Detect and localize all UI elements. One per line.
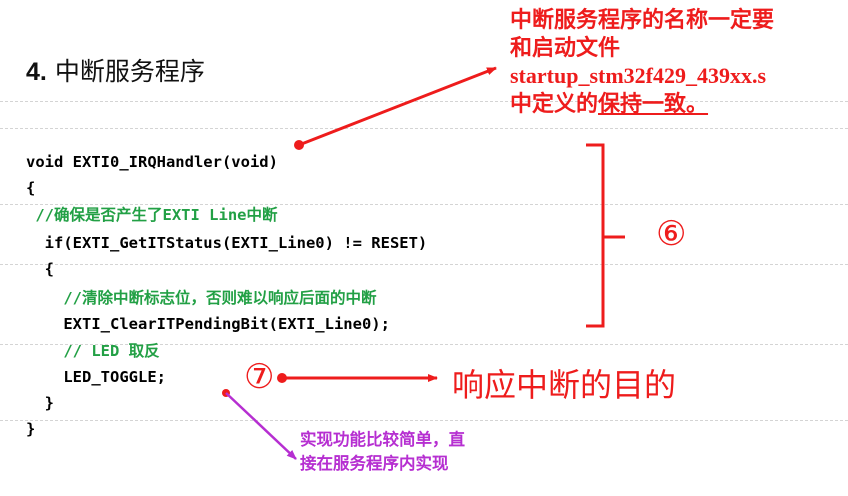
code-comment: // LED 取反 [26,342,160,360]
implementation-note-callout: 实现功能比较简单，直 接在服务程序内实现 [300,428,465,476]
implementation-note-line: 接在服务程序内实现 [300,454,449,473]
code-line: LED_TOGGLE; [26,368,166,386]
arrow-to-implementation-note [225,392,297,460]
code-line: EXTI_ClearITPendingBit(EXTI_Line0); [26,315,390,333]
arrow-to-naming-note [298,66,497,147]
naming-note-emphasis: 保持一致。 [598,91,709,116]
naming-note-text: 中定义的 [510,91,599,116]
code-block-bracket [586,143,605,328]
naming-note-callout: 中断服务程序的名称一定要 和启动文件 startup_stm32f429_439… [510,6,774,118]
dashed-divider [0,344,848,345]
code-comment: //清除中断标志位，否则难以响应后面的中断 [26,289,377,307]
dashed-divider [0,264,848,265]
code-line: { [26,260,54,278]
naming-note-line: 中定义的保持一致。 [510,90,774,118]
section-heading: 4. 中断服务程序 [26,52,205,88]
code-line: } [26,420,36,438]
dashed-divider [0,420,848,421]
marker-6: ⑥ [656,214,687,254]
marker-7: ⑦ [244,357,275,397]
dashed-divider [0,101,848,102]
naming-note-line: 中断服务程序的名称一定要 [510,7,775,32]
dashed-divider [0,204,848,205]
code-line: } [26,394,54,412]
section-title: 中断服务程序 [54,57,205,86]
code-line: { [26,179,36,197]
startup-file-name: startup_stm32f429_439xx.s [510,63,767,88]
naming-note-line: 和启动文件 [510,35,621,60]
implementation-note-line: 实现功能比较简单，直 [300,430,465,449]
code-line: if(EXTI_GetITStatus(EXTI_Line0) != RESET… [26,234,428,252]
dashed-divider [0,128,848,129]
code-comment: //确保是否产生了EXTI Line中断 [26,206,278,224]
section-number: 4. [26,58,47,86]
purpose-label: 响应中断的目的 [452,366,677,404]
code-line: void EXTI0_IRQHandler(void) [26,153,278,171]
